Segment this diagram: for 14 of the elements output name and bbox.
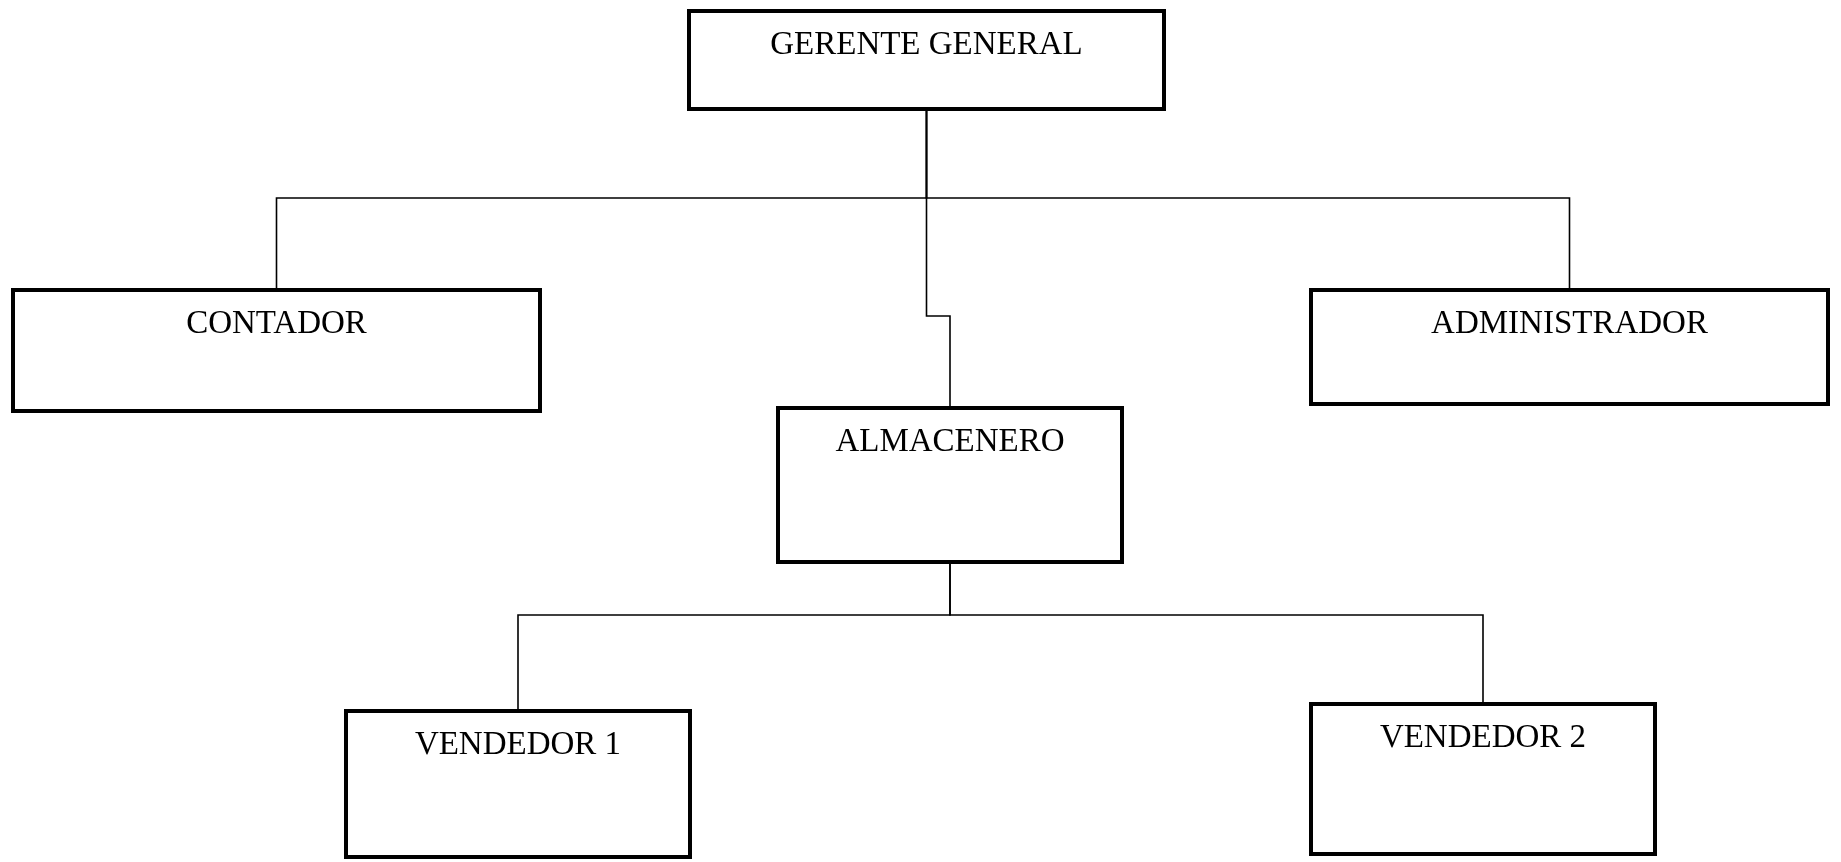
role-label: ALMACENERO bbox=[835, 422, 1065, 459]
org-box bbox=[1309, 702, 1657, 856]
role-label: VENDEDOR 2 bbox=[1379, 718, 1587, 755]
org-box bbox=[687, 9, 1166, 111]
connector-line bbox=[925, 110, 951, 407]
role-label: VENDEDOR 1 bbox=[414, 725, 622, 762]
role-label: GERENTE GENERAL bbox=[770, 25, 1083, 62]
org-box bbox=[1309, 288, 1830, 406]
connector-line bbox=[949, 563, 1484, 703]
role-label: ADMINISTRADOR bbox=[1431, 304, 1708, 341]
org-box bbox=[11, 288, 542, 413]
org-box bbox=[776, 406, 1124, 564]
org-box bbox=[344, 709, 692, 859]
role-label: CONTADOR bbox=[186, 304, 367, 341]
